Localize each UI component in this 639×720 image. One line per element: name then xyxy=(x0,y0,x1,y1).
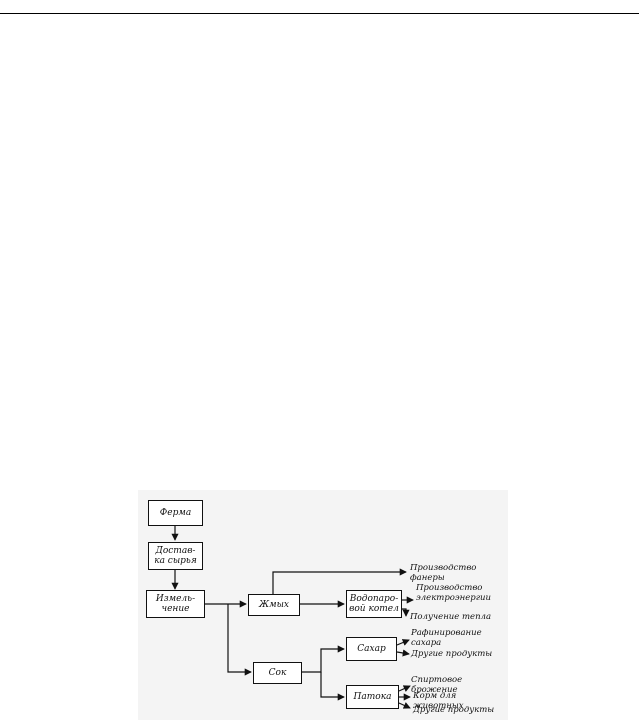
node-molasses: Патока xyxy=(346,685,399,709)
output-fermentation: Спиртовое брожение xyxy=(411,675,463,695)
arrow-juice-to-molasses xyxy=(320,672,345,701)
arrow-juice-to-sugar xyxy=(302,645,345,673)
node-bagasse: Жмых xyxy=(248,594,300,616)
arrow-bagasse-to-plywood xyxy=(272,568,407,594)
node-delivery: Достав- ка сырья xyxy=(148,542,203,570)
arrow-molasses-to-other xyxy=(398,702,411,709)
output-electricity: Производство электроэнергии xyxy=(416,583,491,603)
arrow-sugar-to-refining xyxy=(396,639,410,646)
sugarcane-processing-flow-diagram: Ферма Достав- ка сырья Измель- чение Жмы… xyxy=(138,490,508,720)
output-other-sugar: Другие продукты xyxy=(411,649,493,659)
page-header-rule xyxy=(0,13,639,14)
arrow-molasses-to-fermentation xyxy=(398,685,411,692)
output-heat: Получение тепла xyxy=(410,612,492,622)
arrow-sugar-to-other xyxy=(396,649,410,657)
output-other-molasses: Другие продукты xyxy=(413,705,495,715)
node-farm: Ферма xyxy=(148,500,203,526)
arrow-boiler-to-heat xyxy=(402,608,410,617)
output-plywood: Производство фанеры xyxy=(410,563,477,583)
flow-connectors xyxy=(171,526,414,709)
node-sugar: Сахар xyxy=(346,637,397,661)
arrow-grinding-to-juice xyxy=(227,604,252,676)
node-grinding: Измель- чение xyxy=(146,590,205,618)
node-juice: Сок xyxy=(253,662,302,684)
output-feed: Корм для животных xyxy=(413,691,464,711)
node-boiler: Водопаро- вой котел xyxy=(346,590,402,618)
output-refining: Рафинирование сахара xyxy=(411,628,482,648)
